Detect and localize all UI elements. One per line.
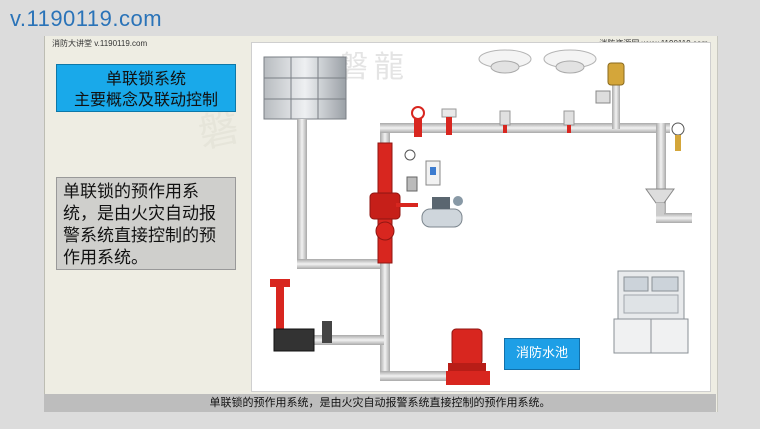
fire-pool-label: 消防水池	[504, 338, 580, 370]
air-compressor	[421, 196, 463, 228]
signal-valve	[411, 106, 425, 137]
sprinkler-head-2	[563, 110, 575, 133]
logo-watermark: 磐龍	[338, 50, 410, 85]
pressure-switch	[425, 160, 441, 186]
exhaust-valve	[595, 62, 625, 104]
slide-title-line1: 单联锁系统	[105, 69, 186, 88]
drain-funnel	[645, 188, 675, 215]
water-tank	[263, 56, 347, 120]
system-diagram: 磐龍	[251, 42, 711, 392]
slide-title-box: 单联锁系统 主要概念及联动控制	[56, 64, 236, 112]
alarm-valve-assembly	[369, 142, 418, 264]
fire-pump	[446, 328, 490, 385]
site-watermark: v.1190119.com	[10, 6, 163, 31]
diagram-svg: 磐龍	[263, 49, 692, 385]
subtitle-caption: 单联锁的预作用系统，是由火灾自动报警系统直接控制的预作用系统。	[44, 394, 716, 412]
sprinkler-head-1	[499, 110, 511, 133]
smoke-detector-2	[543, 49, 597, 74]
alarm-control-panel	[613, 270, 689, 354]
water-flow-indicator	[441, 108, 457, 135]
pressure-gauge	[671, 122, 685, 151]
description-box: 单联锁的预作用系统，是由火灾自动报警系统直接控制的预作用系统。	[56, 177, 236, 270]
slide-title-line2: 主要概念及联动控制	[73, 90, 218, 109]
slide-header-left: 消防大讲堂 v.1190119.com	[52, 39, 148, 48]
smoke-detector-1	[478, 49, 532, 74]
pump-adapter	[270, 279, 332, 352]
